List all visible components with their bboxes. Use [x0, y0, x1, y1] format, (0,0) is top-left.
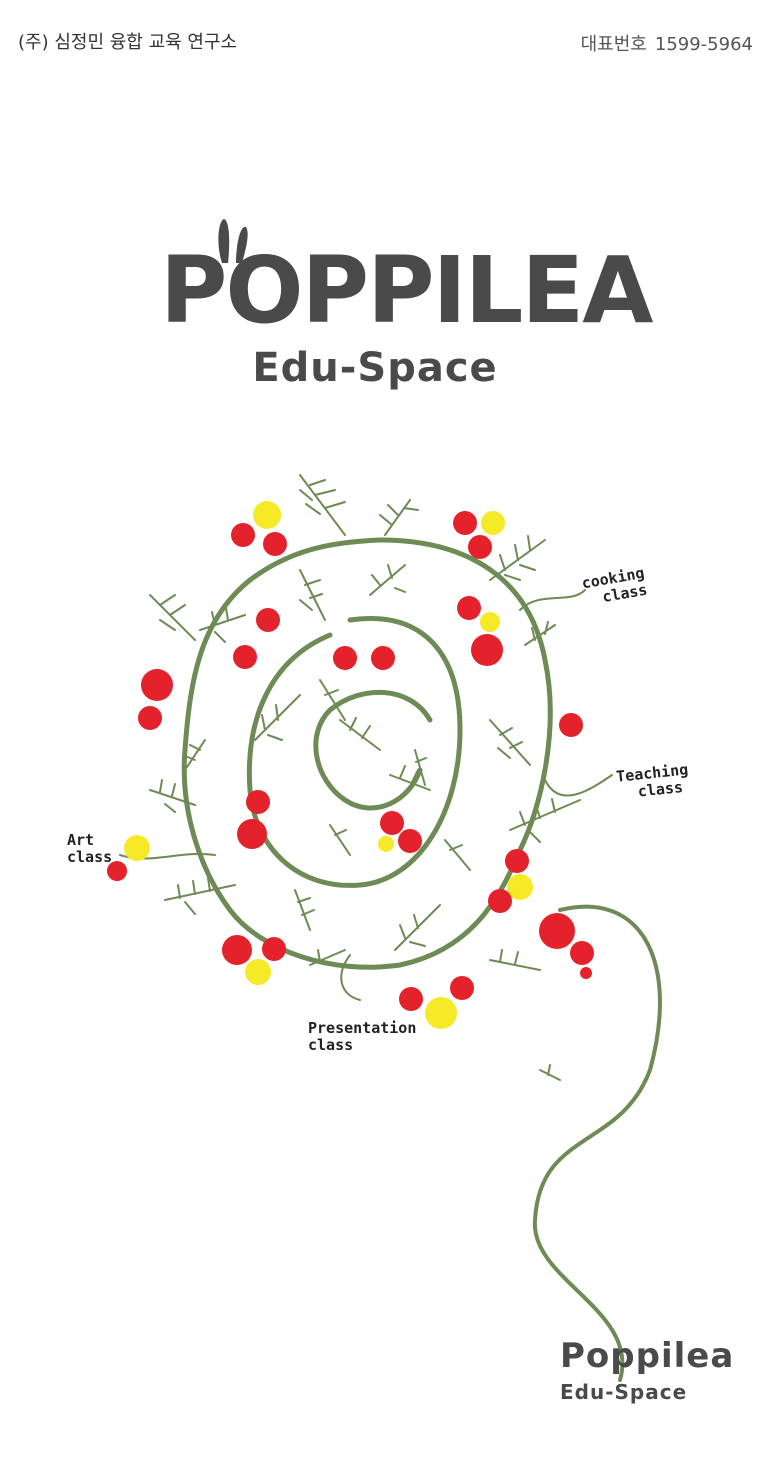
- wreath-illustration: [107, 474, 662, 1382]
- phone-number[interactable]: 1599-5964: [654, 34, 753, 55]
- art-class-label: Art class: [67, 831, 113, 867]
- art-class-line1: Art: [67, 831, 95, 849]
- company-name: (주) 심정민 융합 교육 연구소: [18, 32, 238, 53]
- logo-subtitle: Edu-Space: [252, 345, 498, 391]
- presentation-class-label: Presentation class: [308, 1019, 417, 1055]
- footer-title: Poppilea: [560, 1336, 735, 1376]
- rabbit-ear-icon: [218, 219, 248, 263]
- footer-subtitle: Edu-Space: [560, 1380, 688, 1404]
- logo: POPPILEA Edu-Space: [160, 215, 653, 395]
- art-class-line2: class: [67, 848, 113, 867]
- presentation-class-line1: Presentation: [308, 1019, 417, 1037]
- logo-title: POPPILEA: [160, 237, 653, 344]
- phone-info[interactable]: 대표번호 1599-5964: [581, 30, 753, 56]
- presentation-class-line2: class: [308, 1036, 354, 1055]
- top-bar: (주) 심정민 융합 교육 연구소 대표번호 1599-5964: [0, 0, 773, 80]
- footer-brand: Poppilea Edu-Space: [560, 1336, 760, 1404]
- phone-label: 대표번호: [580, 34, 647, 55]
